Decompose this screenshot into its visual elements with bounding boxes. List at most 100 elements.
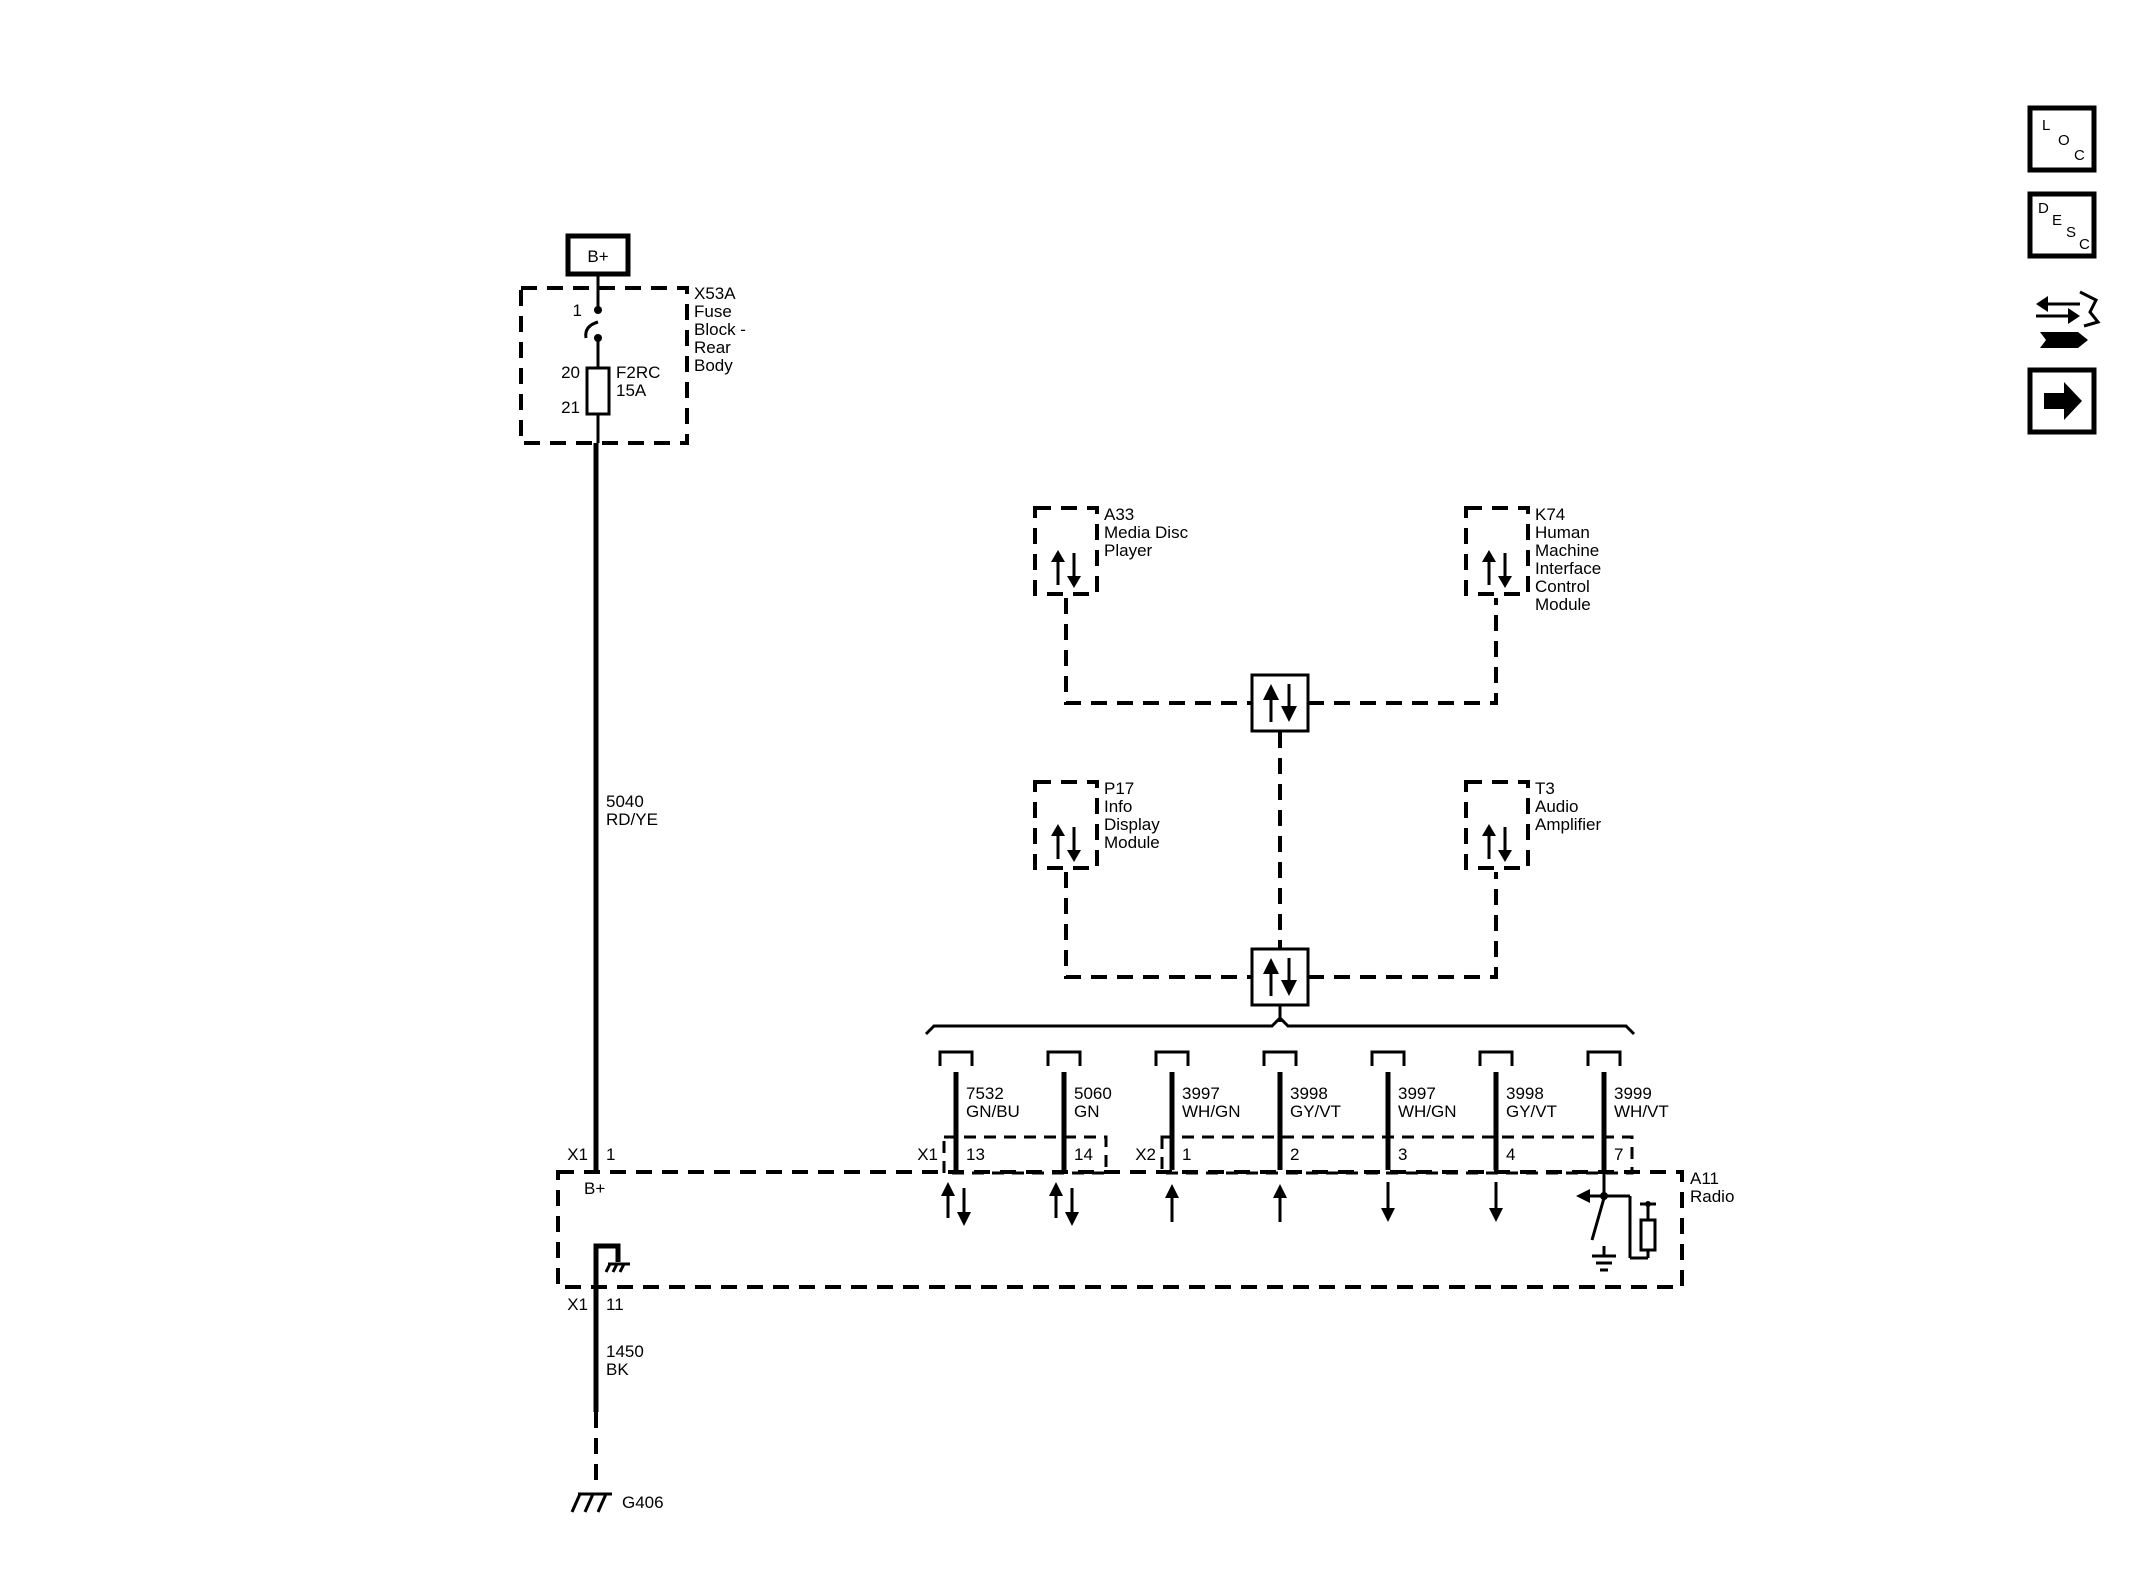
module-k74-desc-4: Control — [1535, 577, 1590, 596]
radio-bplus-label: B+ — [584, 1179, 605, 1198]
next-button[interactable] — [2027, 367, 2097, 435]
module-k74: K74 Human Machine Interface Control Modu… — [1464, 505, 1601, 614]
svg-text:L: L — [2042, 117, 2050, 134]
module-k74-name: K74 — [1535, 505, 1565, 524]
loc-button[interactable]: L O C — [2027, 105, 2097, 173]
signal-wire-7-circuit: 3999 — [1614, 1084, 1652, 1103]
module-p17: P17 Info Display Module — [1033, 779, 1160, 870]
signal-wire-4-circuit: 3998 — [1290, 1084, 1328, 1103]
radio-desc: Radio — [1690, 1187, 1734, 1206]
signal-wire-1-circuit: 7532 — [966, 1084, 1004, 1103]
fuse-icon — [585, 366, 611, 416]
signal-wire-7-color: WH/VT — [1614, 1102, 1669, 1121]
wire-power-circuit: 5040 — [606, 792, 644, 811]
module-a33-desc-2: Player — [1104, 541, 1153, 560]
signal-wire-2-circuit: 5060 — [1074, 1084, 1112, 1103]
module-p17-name: P17 — [1104, 779, 1134, 798]
connector-x1-housing — [942, 1135, 1108, 1175]
connector-repair-icon — [2036, 290, 2101, 348]
svg-text:C: C — [2074, 147, 2085, 164]
fuse-block-desc-2: Block - — [694, 320, 746, 339]
wire-ground: X1 11 1450 BK — [567, 1288, 644, 1488]
module-a33-desc-1: Media Disc — [1104, 523, 1189, 542]
ground-label: G406 — [622, 1493, 664, 1512]
wire-power: 5040 RD/YE — [593, 443, 658, 1172]
fuse-block-desc-4: Body — [694, 356, 733, 375]
bidirectional-arrow-icon — [1049, 1182, 1079, 1226]
output-arrow-icon — [1489, 1182, 1503, 1222]
input-arrow-icon — [1273, 1184, 1287, 1222]
signal-wire-3-pin: 1 — [1182, 1145, 1191, 1164]
signal-wire-1-color: GN/BU — [966, 1102, 1020, 1121]
description-icon: D E S C — [2038, 200, 2090, 253]
module-a33-name: A33 — [1104, 505, 1134, 524]
connector-x1-label: X1 — [917, 1145, 938, 1164]
fuse-pin-out: 21 — [561, 398, 580, 417]
signal-wire-6-circuit: 3998 — [1506, 1084, 1544, 1103]
module-t3-desc-1: Audio — [1535, 797, 1578, 816]
pullup-switch-circuit-icon — [1576, 1170, 1657, 1272]
signal-wire-3: 3997 WH/GN 1 — [1154, 1050, 1241, 1170]
arrow-right-icon — [2044, 382, 2082, 420]
power-label: B+ — [587, 247, 608, 266]
svg-text:O: O — [2058, 132, 2070, 149]
wire-power-color: RD/YE — [606, 810, 658, 829]
fuse-rating: 15A — [616, 381, 647, 400]
fuse-block-desc-1: Fuse — [694, 302, 732, 321]
wire-ground-circuit: 1450 — [606, 1342, 644, 1361]
signal-wire-4-color: GY/VT — [1290, 1102, 1341, 1121]
signal-wire-1: 7532 GN/BU 13 — [938, 1050, 1020, 1170]
svg-text:C: C — [2079, 236, 2090, 253]
signal-wire-4-pin: 2 — [1290, 1145, 1299, 1164]
svg-text:S: S — [2066, 224, 2076, 241]
fuse-block-name: X53A — [694, 284, 736, 303]
module-p17-desc-3: Module — [1104, 833, 1160, 852]
desc-button[interactable]: D E S C — [2027, 191, 2097, 259]
wire-ground-color: BK — [606, 1360, 629, 1379]
module-k74-desc-3: Interface — [1535, 559, 1601, 578]
signal-wire-1-pin: 13 — [966, 1145, 985, 1164]
signal-wire-5-color: WH/GN — [1398, 1102, 1457, 1121]
bidirectional-arrow-icon — [941, 1182, 971, 1226]
signal-wire-3-circuit: 3997 — [1182, 1084, 1220, 1103]
serial-data-gateway-upper-icon — [1250, 673, 1310, 733]
fuse-name: F2RC — [616, 363, 660, 382]
module-k74-desc-5: Module — [1535, 595, 1591, 614]
radio-ground-pin: 11 — [606, 1295, 624, 1314]
output-arrow-icon — [1381, 1182, 1395, 1222]
module-k74-desc-2: Machine — [1535, 541, 1599, 560]
fuse-block-desc-3: Rear — [694, 338, 731, 357]
module-t3-name: T3 — [1535, 779, 1555, 798]
signal-wire-5-pin: 3 — [1398, 1145, 1407, 1164]
module-a33: A33 Media Disc Player — [1033, 505, 1189, 596]
chassis-ground-internal-icon — [604, 1262, 630, 1273]
radio-power-connector: X1 — [567, 1145, 588, 1164]
radio-ground-connector: X1 — [567, 1295, 588, 1314]
battery-power-source: B+ — [565, 233, 631, 277]
radio-a11: A11 Radio B+ X1 1 — [556, 1145, 1734, 1289]
radio-name: A11 — [1690, 1169, 1719, 1188]
signal-wire-6-color: GY/VT — [1506, 1102, 1557, 1121]
signal-wire-6-pin: 4 — [1506, 1145, 1515, 1164]
connector-x2-label: X2 — [1135, 1145, 1156, 1164]
signal-wire-2: 5060 GN 14 — [1046, 1050, 1112, 1170]
connector-x2-housing — [1160, 1135, 1634, 1175]
signal-wire-4: 3998 GY/VT 2 — [1262, 1050, 1341, 1170]
svg-text:E: E — [2052, 212, 2062, 229]
signal-wire-2-pin: 14 — [1074, 1145, 1093, 1164]
ground-g406: G406 — [570, 1492, 664, 1513]
ground-icon — [570, 1492, 612, 1513]
module-t3-desc-2: Amplifier — [1535, 815, 1601, 834]
fuse-block-pin-top: 1 — [573, 301, 582, 320]
signal-wire-5: 3997 WH/GN 3 — [1370, 1050, 1457, 1170]
fuse-block-x53a: 1 20 21 F2RC 15A X53A Fuse Block - Rear … — [519, 274, 746, 445]
signal-wire-6: 3998 GY/VT 4 — [1478, 1050, 1557, 1170]
fuse-pin-in: 20 — [561, 363, 580, 382]
radio-power-pin: 1 — [606, 1145, 615, 1164]
signal-wire-5-circuit: 3997 — [1398, 1084, 1436, 1103]
signal-wire-3-color: WH/GN — [1182, 1102, 1241, 1121]
connector-repair-button[interactable] — [2036, 290, 2101, 348]
module-p17-desc-1: Info — [1104, 797, 1132, 816]
serial-data-gateway-lower-icon — [1250, 947, 1310, 1007]
